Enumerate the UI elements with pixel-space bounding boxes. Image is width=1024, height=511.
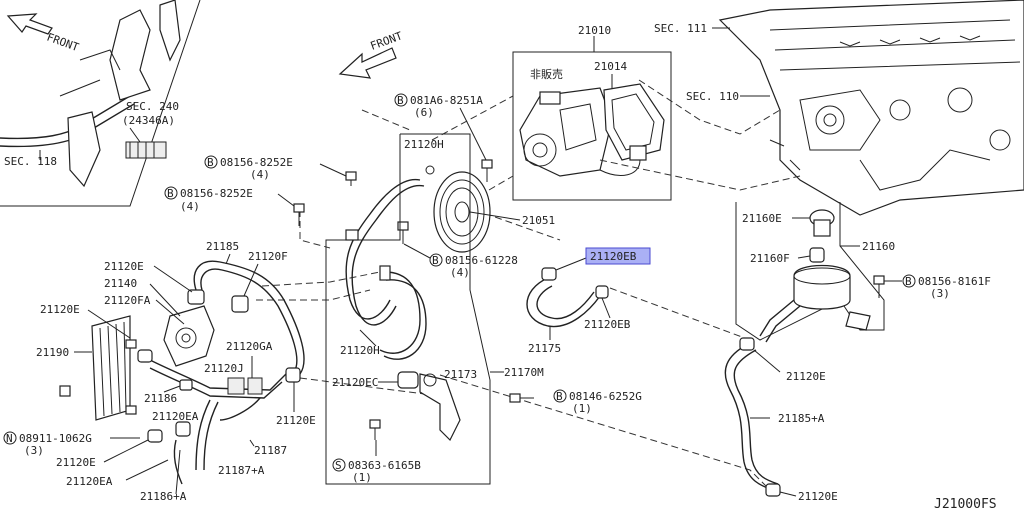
bolt-prefix: S <box>335 459 342 472</box>
label-21190: 21190 <box>36 346 69 359</box>
callout-08156-8252E-a: B 08156-8252E (4) <box>204 155 347 181</box>
callout-08156-8252E-b: B 08156-8252E (4) <box>164 186 295 213</box>
bolt-icons <box>59 159 885 440</box>
bolt-prefix: B <box>397 94 404 107</box>
bolt-icon <box>509 393 534 403</box>
label-21120E-top: 21120E <box>104 260 144 273</box>
hose-box: 21120H 21120H 21120EC 21173 21170M <box>325 133 544 485</box>
label-21120EB-lower: 21120EB <box>584 318 631 331</box>
label-21160: 21160 <box>862 240 895 253</box>
bolt-prefix: B <box>432 254 439 267</box>
label-21120H-top: 21120H <box>404 138 444 151</box>
pulley-21051: 21051 <box>433 171 555 253</box>
label-21185A: 21185+A <box>778 412 825 425</box>
bolt-code: 08911-1062G <box>19 432 92 445</box>
callout-08363-6165B: S 08363-6165B (1) <box>332 440 421 484</box>
sec240-label: SEC. 240 <box>126 100 179 113</box>
label-21120EC: 21120EC <box>332 376 378 389</box>
pump-box: 21010 非販売 21014 <box>512 24 672 201</box>
label-21120EB-highlighted: 21120EB <box>590 250 637 263</box>
bolt-code: 08156-8252E <box>220 156 293 169</box>
bolt-icon <box>293 203 305 226</box>
sec110-label: SEC. 110 <box>686 90 739 103</box>
bolt-qty: (4) <box>250 168 270 181</box>
label-21120FA: 21120FA <box>104 294 151 307</box>
bolt-code: 08156-8161F <box>918 275 991 288</box>
cooler-assembly: 21190 21120E 21120E 21140 21120FA 21185 … <box>36 240 316 503</box>
label-21175: 21175 <box>528 342 561 355</box>
bolt-qty: (4) <box>450 266 470 279</box>
callout-081A6-8251A: B 081A6-8251A (6) <box>394 93 487 161</box>
label-21120GA: 21120GA <box>226 340 273 353</box>
front-label-inset: FRONT <box>45 31 81 55</box>
label-21186A: 21186+A <box>140 490 187 503</box>
callout-08911-1062G: N 08911-1062G (3) <box>3 431 140 457</box>
engine-block: SEC. 111 SEC. 110 <box>654 0 1024 216</box>
label-21120J: 21120J <box>204 362 244 375</box>
bolt-qty: (4) <box>180 200 200 213</box>
bolt-qty: (3) <box>930 287 950 300</box>
diagram-id: J21000FS <box>934 497 997 511</box>
label-21170M: 21170M <box>504 366 544 379</box>
sec240-sub-label: (24346A) <box>122 114 175 127</box>
callout-08146-6252G: B 08146-6252G (1) <box>553 389 642 415</box>
front-arrow-main: FRONT <box>338 29 405 79</box>
label-21140: 21140 <box>104 277 137 290</box>
label-21120F: 21120F <box>248 250 288 263</box>
bolt-prefix: B <box>167 187 174 200</box>
label-not-for-sale: 非販売 <box>530 68 563 81</box>
label-21120E-right-top: 21120E <box>786 370 826 383</box>
hose-21175: 21120EB 21175 <box>526 257 631 355</box>
label-21120EA-bottom: 21120EA <box>66 475 113 488</box>
reservoir-box: 21160 21160E 21160F <box>735 202 895 343</box>
bolt-qty: (1) <box>352 471 372 484</box>
bolt-qty: (1) <box>572 402 592 415</box>
label-21120E-right-bottom: 21120E <box>798 490 838 503</box>
label-21173: 21173 <box>444 368 477 381</box>
label-21051: 21051 <box>522 214 555 227</box>
label-21120E-bottom: 21120E <box>56 456 96 469</box>
bolt-icon <box>873 275 885 298</box>
bolt-icon <box>59 385 71 397</box>
bolt-icon <box>345 171 357 186</box>
label-21187A: 21187+A <box>218 464 265 477</box>
bolt-prefix: B <box>905 275 912 288</box>
highlighted-part-21120EB[interactable]: 21120EB <box>585 247 651 265</box>
bolt-code: 08156-61228 <box>445 254 518 267</box>
bolt-code: 08146-6252G <box>569 390 642 403</box>
bolt-qty: (3) <box>24 444 44 457</box>
bolt-code: 081A6-8251A <box>410 94 483 107</box>
label-21160F: 21160F <box>750 252 790 265</box>
bolt-icon <box>369 419 381 440</box>
hose-21185A: 21120E 21185+A 21120E <box>724 337 838 503</box>
callout-08156-8161F: B 08156-8161F (3) <box>884 274 991 300</box>
callout-08156-61228: B 08156-61228 (4) <box>403 243 518 279</box>
label-21120E-mid: 21120E <box>276 414 316 427</box>
front-arrow-inset: FRONT <box>6 13 81 55</box>
bolt-prefix: B <box>556 390 563 403</box>
bolt-icon <box>397 221 409 244</box>
front-label-main: FRONT <box>369 29 405 53</box>
label-21186: 21186 <box>144 392 177 405</box>
label-21120EA-top: 21120EA <box>152 410 199 423</box>
label-21160E: 21160E <box>742 212 782 225</box>
label-21187: 21187 <box>254 444 287 457</box>
label-21120E-left: 21120E <box>40 303 80 316</box>
bolt-qty: (6) <box>414 106 434 119</box>
label-21014: 21014 <box>594 60 627 73</box>
sec111-label: SEC. 111 <box>654 22 707 35</box>
bolt-code: 08363-6165B <box>348 459 421 472</box>
label-21120H-bottom: 21120H <box>340 344 380 357</box>
inset-panel: FRONT SEC. 240 (24346A) SEC. 118 <box>0 0 201 207</box>
label-21185: 21185 <box>206 240 239 253</box>
bolt-code: 08156-8252E <box>180 187 253 200</box>
label-21010: 21010 <box>578 24 611 37</box>
bolt-prefix: B <box>207 156 214 169</box>
bolt-icon <box>481 159 493 182</box>
sec118-label: SEC. 118 <box>4 155 57 168</box>
bolt-prefix: N <box>6 432 13 445</box>
